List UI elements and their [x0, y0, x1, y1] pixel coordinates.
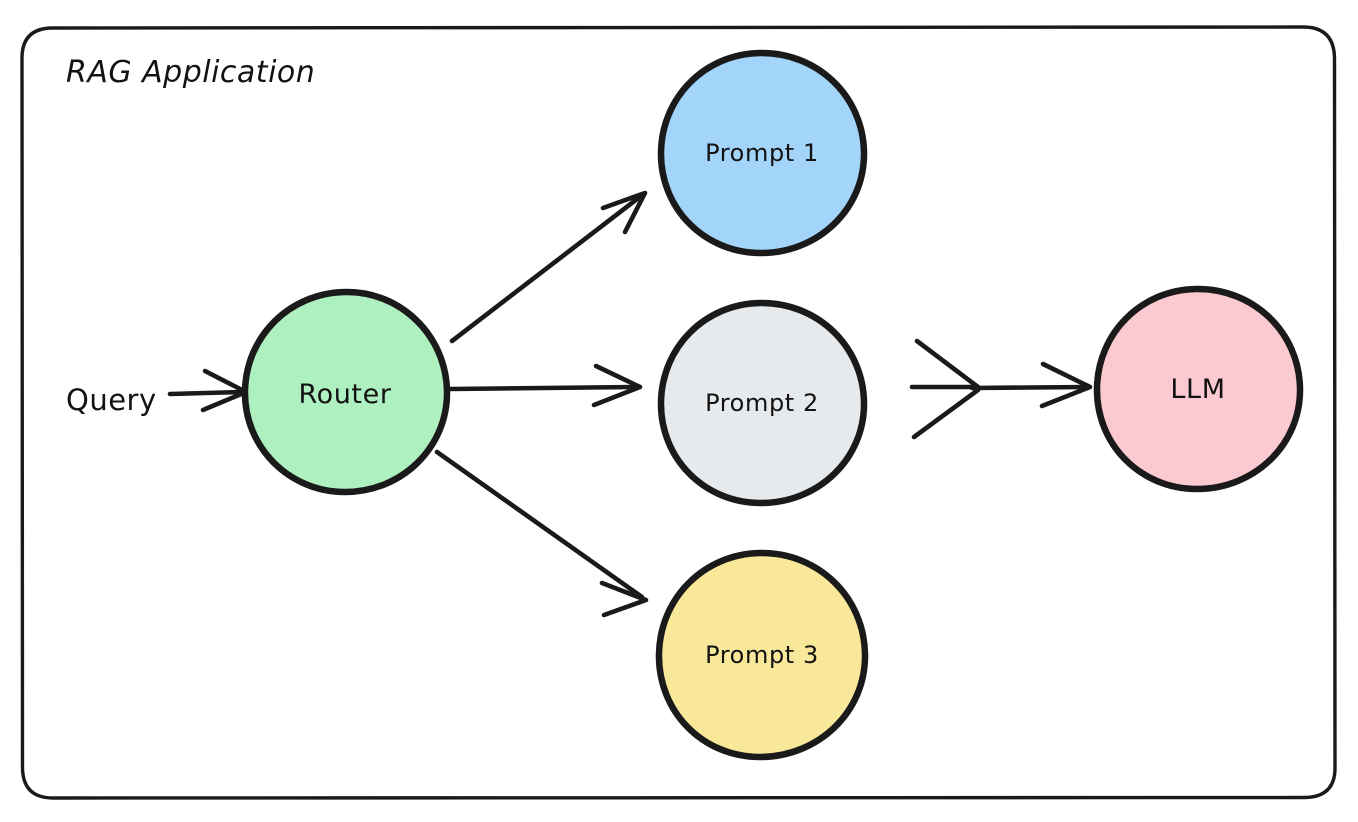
- edge-prompt-3-to-llm: [911, 387, 981, 440]
- prompt-1-label: Prompt 1: [705, 139, 819, 167]
- prompt-2-circle[interactable]: [657, 299, 868, 507]
- edge-router-to-prompt-2: [447, 363, 643, 408]
- llm-label: LLM: [1170, 374, 1225, 405]
- prompt-1-circle[interactable]: [657, 49, 868, 257]
- prompt-2-label: Prompt 2: [705, 389, 819, 417]
- query-label: Query: [66, 383, 157, 417]
- prompt-3-circle[interactable]: [655, 549, 869, 761]
- rag-application-container: [20, 25, 1337, 800]
- edge-router-to-prompt-3: [434, 449, 649, 618]
- prompt-3-label: Prompt 3: [705, 641, 819, 669]
- llm-circle[interactable]: [1093, 285, 1304, 493]
- node-prompt-3[interactable]: Prompt 3: [655, 549, 869, 761]
- edge-router-to-prompt-1: [449, 190, 648, 344]
- merge-arrow-to-llm: [969, 361, 1093, 409]
- container-title: RAG Application: [66, 55, 315, 90]
- router-circle[interactable]: [241, 288, 451, 496]
- router-label: Router: [298, 379, 391, 410]
- node-router[interactable]: Router: [241, 288, 451, 496]
- edge-query-to-router: [167, 368, 249, 413]
- edge-prompt-1-to-llm: [914, 338, 981, 390]
- node-prompt-2[interactable]: Prompt 2: [657, 299, 868, 507]
- node-prompt-1[interactable]: Prompt 1: [657, 49, 868, 257]
- node-llm[interactable]: LLM: [1093, 285, 1304, 493]
